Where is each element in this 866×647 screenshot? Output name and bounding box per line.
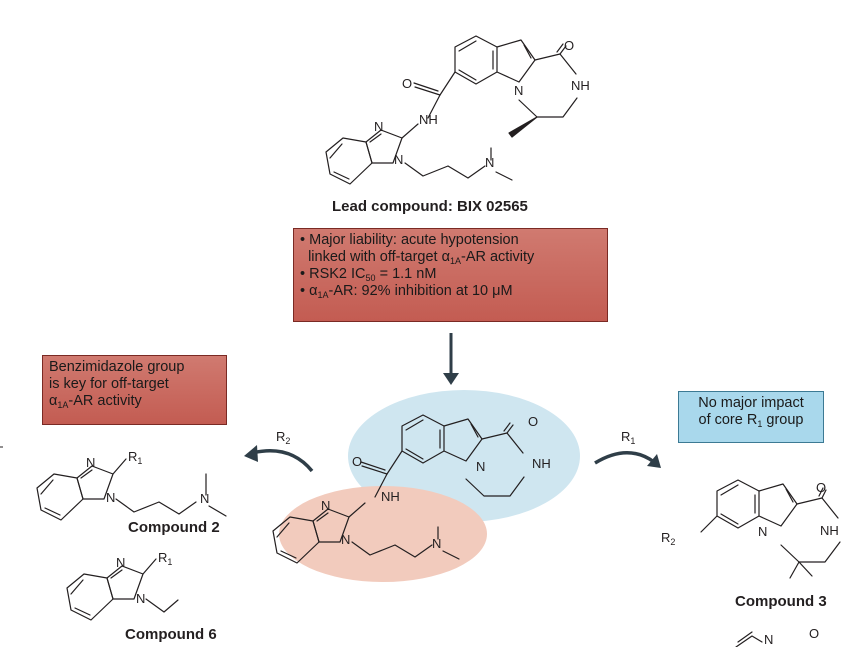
compound-3-label: Compound 3 xyxy=(735,593,827,610)
partial-structure xyxy=(735,635,763,647)
lead-structure xyxy=(325,35,578,185)
benzimidazole-note-box: Benzimidazole group is key for off-targe… xyxy=(42,355,227,425)
c2-r1-label: R1 xyxy=(128,449,143,466)
c3-indole-n: N xyxy=(758,524,768,539)
compound-2-label: Compound 2 xyxy=(128,519,220,536)
lead-bullet-1-cont: linked with off-target α1A-AR activity xyxy=(308,249,535,266)
right-curved-arrow xyxy=(594,451,656,465)
benzimidazole-note-line-2: is key for off-target xyxy=(49,376,169,392)
c3-lactam-nh: NH xyxy=(820,523,839,538)
c6-imidazole-n: N xyxy=(116,555,126,570)
left-arrow-label: R2 xyxy=(276,429,291,446)
lead-amide-o: O xyxy=(402,76,413,91)
center-lactam-nh: NH xyxy=(532,456,551,471)
benzimidazole-note-line-3: α1A-AR activity xyxy=(49,393,142,410)
center-amide-nh: NH xyxy=(381,489,400,504)
lead-amine-n: N xyxy=(485,155,495,170)
lead-amide-nh: NH xyxy=(419,112,438,127)
lead-bullet-2: • RSK2 IC50 = 1.1 nM xyxy=(300,266,437,283)
center-carbonyl-o: O xyxy=(528,414,539,429)
lead-compound-title: Lead compound: BIX 02565 xyxy=(332,198,528,215)
left-curved-arrow xyxy=(251,449,314,473)
lead-liability-box: • Major liability: acute hypotension lin… xyxy=(293,228,608,322)
left-arrow-head xyxy=(244,445,258,462)
partial-o: O xyxy=(809,626,820,641)
lead-imidazole-n1: N xyxy=(394,152,404,167)
center-indole-n: N xyxy=(476,459,486,474)
compound-2-structure xyxy=(36,458,227,521)
lead-bullet-3: • α1A-AR: 92% inhibition at 10 μM xyxy=(300,283,513,300)
c2-imidazole-n: N xyxy=(86,455,96,470)
c6-imidazole-n1: N xyxy=(136,591,146,606)
center-structure xyxy=(272,414,525,564)
partial-n: N xyxy=(764,632,774,647)
down-arrow-head xyxy=(443,373,459,385)
benzimidazole-note-line-1: Benzimidazole group xyxy=(49,359,185,375)
lead-bullet-1: • Major liability: acute hypotension xyxy=(300,232,519,248)
c3-r2-label: R2 xyxy=(661,530,676,547)
c3-carbonyl-o: O xyxy=(816,480,827,495)
compound-6-structure xyxy=(66,558,179,621)
center-imidazole-n: N xyxy=(321,498,331,513)
c6-r1-label: R1 xyxy=(158,550,173,567)
center-amide-o: O xyxy=(352,454,363,469)
arrows xyxy=(244,333,661,473)
right-arrow-head xyxy=(647,454,661,468)
c2-amine-n: N xyxy=(200,491,210,506)
core-note-line-1: No major impact xyxy=(698,395,804,411)
center-amine-n: N xyxy=(432,536,442,551)
lead-indole-n: N xyxy=(514,83,524,98)
c2-imidazole-n1: N xyxy=(106,490,116,505)
core-r1-note-box: No major impact of core R1 group xyxy=(678,391,824,443)
compound-3-structure xyxy=(700,479,841,579)
lead-carbonyl-o: O xyxy=(564,38,575,53)
core-note-line-2: of core R1 group xyxy=(698,412,804,429)
lead-imidazole-n: N xyxy=(374,119,384,134)
lead-lactam-nh: NH xyxy=(571,78,590,93)
right-arrow-label: R1 xyxy=(621,429,636,446)
compound-6-label: Compound 6 xyxy=(125,626,217,643)
center-imidazole-n1: N xyxy=(341,532,351,547)
